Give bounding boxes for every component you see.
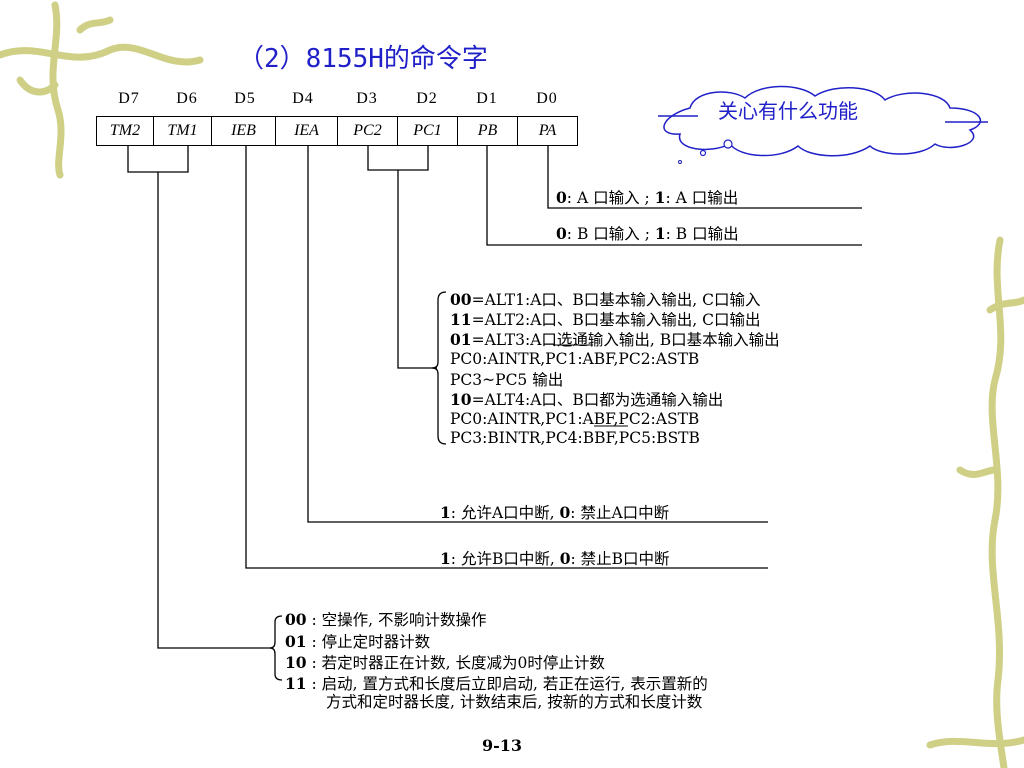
field-pb: PB [458,116,518,146]
bit-label-d7: D7 [118,90,140,107]
pa-description: 0: A 口输入 ; 1: A 口输出 [556,188,739,207]
field-ieb: IEB [212,116,276,146]
page-number: 9-13 [482,736,523,755]
callout-text: 关心有什么功能 [718,99,858,123]
field-tm2: TM2 [96,116,154,146]
pb-description: 0: B 口输入 ; 1: B 口输出 [556,224,739,243]
tm-line-3: 10 : 若定时器正在计数, 长度减为0时停止计数 [285,653,605,672]
pc-line-5: PC3~PC5 输出 [450,371,564,389]
bit-label-d6: D6 [176,90,198,107]
thought-cloud [658,85,988,164]
bit-label-d3: D3 [356,90,378,107]
field-iea: IEA [276,116,338,146]
ieb-description: 1: 允许B口中断, 0: 禁止B口中断 [440,549,670,568]
bit-label-d1: D1 [476,90,498,107]
bit-label-d2: D2 [416,90,438,107]
tm-line-4: 11 : 启动, 置方式和长度后立即启动, 若正在运行, 表示置新的 [285,674,708,693]
pc-line-7: PC0:AINTR,PC1:ABF,PC2:ASTB [450,410,700,428]
field-pa: PA [518,116,578,146]
field-pc2: PC2 [338,116,398,146]
pc-line-3: 01=ALT3:A口选通输入输出, B口基本输入输出 [450,330,780,349]
pc-line-2: 11=ALT2:A口、B口基本输入输出, C口输出 [450,310,761,329]
pc-line-1: 00=ALT1:A口、B口基本输入输出, C口输入 [450,290,761,309]
tm-line-1: 00 : 空操作, 不影响计数操作 [285,610,487,629]
bit-label-d4: D4 [292,90,314,107]
pc-line-8: PC3:BINTR,PC4:BBF,PC5:BSTB [450,429,700,447]
tm-line-5: 方式和定时器长度, 计数结束后, 按新的方式和长度计数 [326,693,703,711]
page-title: （2）8155H的命令字 [238,44,488,74]
field-pc1: PC1 [398,116,458,146]
pc-line-6: 10=ALT4:A口、B口都为选通输入输出 [450,390,724,409]
iea-description: 1: 允许A口中断, 0: 禁止A口中断 [440,503,670,522]
tm-line-2: 01 : 停止定时器计数 [285,632,431,651]
bit-label-d0: D0 [536,90,558,107]
bit-label-d5: D5 [234,90,256,107]
pc-line-4: PC0:AINTR,PC1:ABF,PC2:ASTB [450,350,700,368]
field-tm1: TM1 [154,116,212,146]
